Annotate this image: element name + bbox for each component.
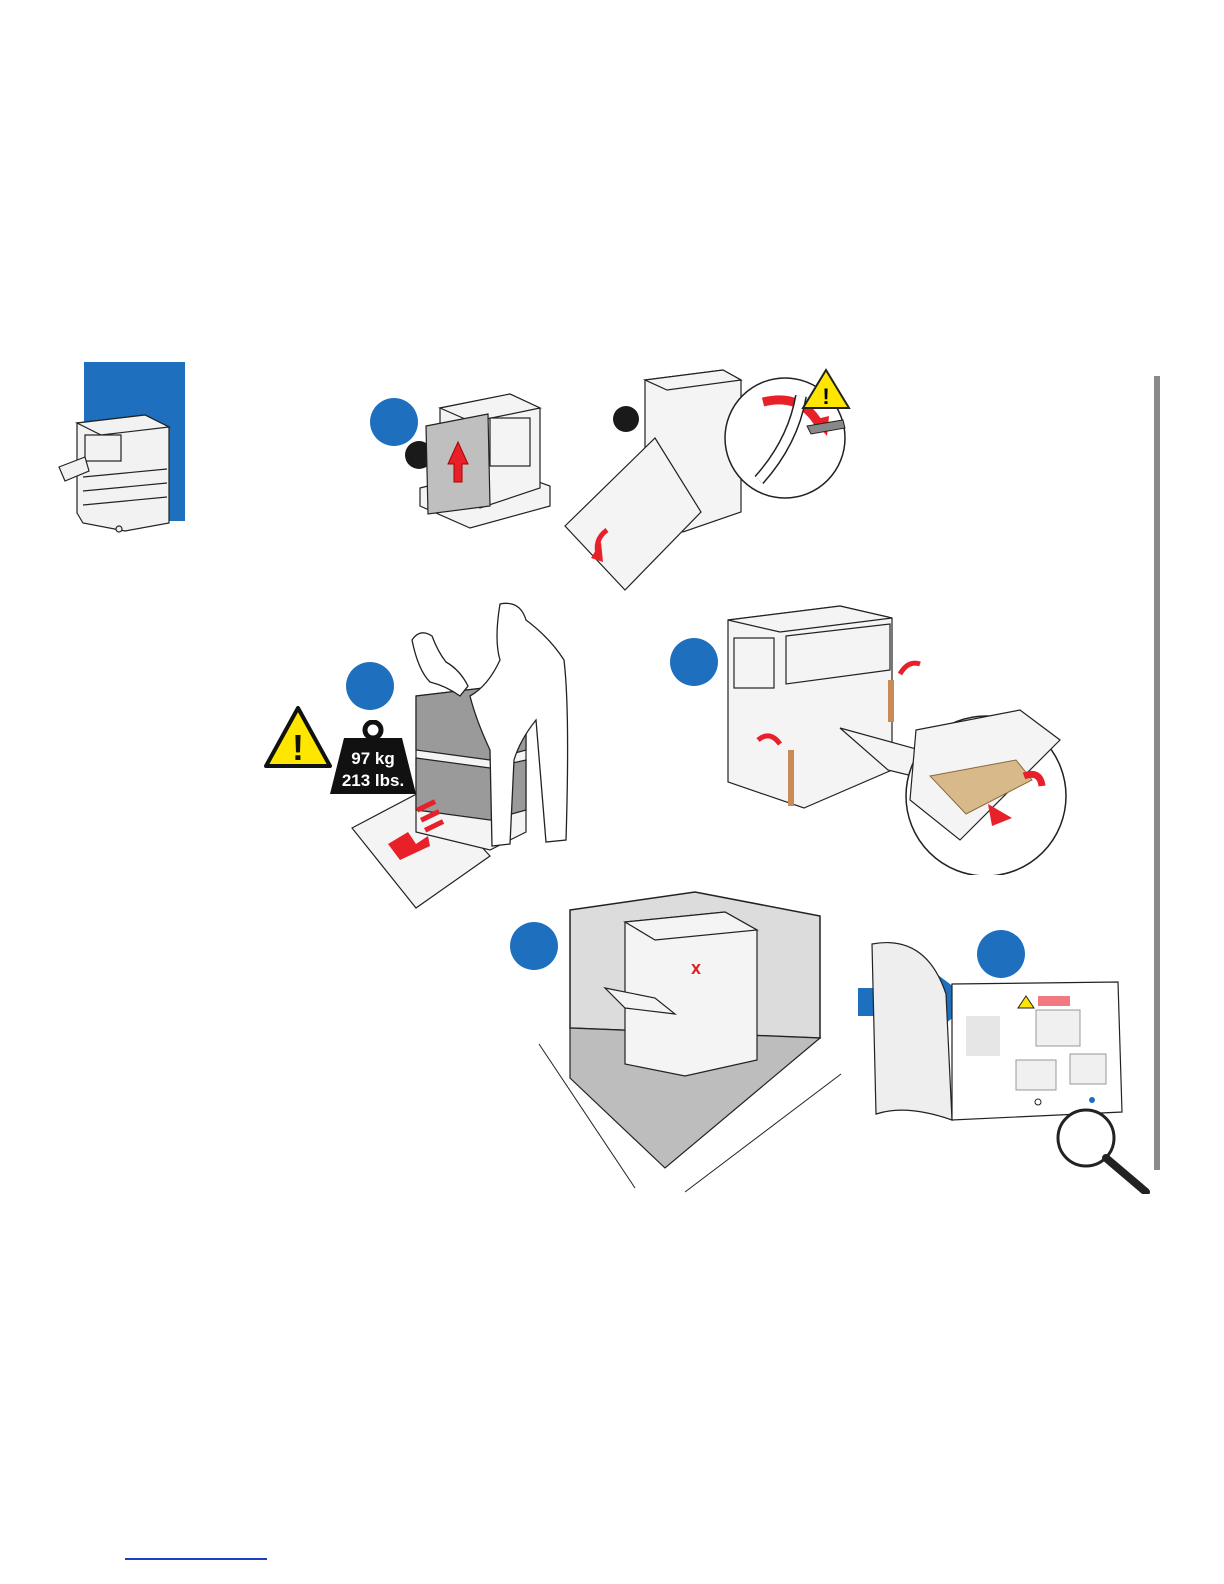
step-3-illustration xyxy=(720,600,1070,875)
printer-thumbnail xyxy=(55,405,180,535)
footer-rule xyxy=(125,1558,267,1560)
svg-text:!: ! xyxy=(822,384,829,409)
svg-text:!: ! xyxy=(292,727,304,768)
step-1b-illustration: ! xyxy=(563,362,883,592)
step-5-document-illustration xyxy=(866,934,1156,1194)
printer-logo: X xyxy=(691,963,701,978)
step-1-illustration xyxy=(410,378,560,548)
warning-icon: ! xyxy=(262,704,334,770)
step-3-badge xyxy=(670,638,718,686)
step-2-illustration xyxy=(350,600,580,910)
step-4-clearance-illustration: X xyxy=(525,888,855,1203)
